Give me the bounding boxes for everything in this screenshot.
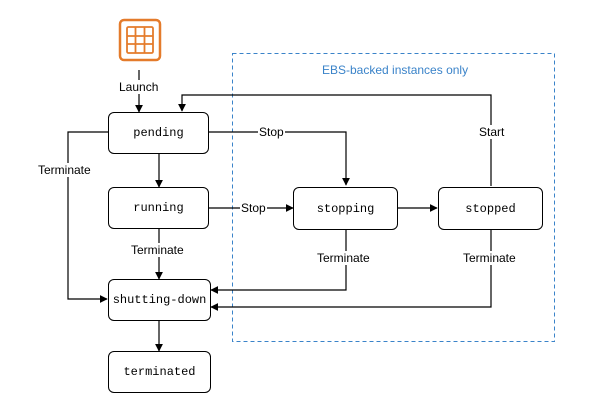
terminate-pending-label: Terminate [37,163,92,177]
stop-pending-label: Stop [258,125,285,139]
stopped-terminate-arrow [210,230,492,311]
terminate-stopped-label: Terminate [462,251,517,265]
launch-label: Launch [118,80,160,94]
region-title: EBS-backed instances only [322,63,469,77]
state-stopped: stopped [438,187,543,230]
ebs-region-border [232,53,555,342]
pending-stop-arrow [209,131,350,186]
start-label: Start [478,125,506,139]
pending-terminate-arrow [67,131,108,303]
stopping-terminate-arrow [210,230,347,294]
state-running: running [108,187,209,229]
terminate-running-label: Terminate [130,243,185,257]
state-shutting-down: shutting-down [108,279,211,321]
stop-running-label: Stop [240,201,267,215]
terminate-stopping-label: Terminate [316,251,371,265]
state-stopping: stopping [293,187,398,230]
start-arrow [178,94,492,186]
instance-icon [118,18,162,62]
state-pending: pending [108,112,209,154]
state-terminated: terminated [108,351,211,393]
